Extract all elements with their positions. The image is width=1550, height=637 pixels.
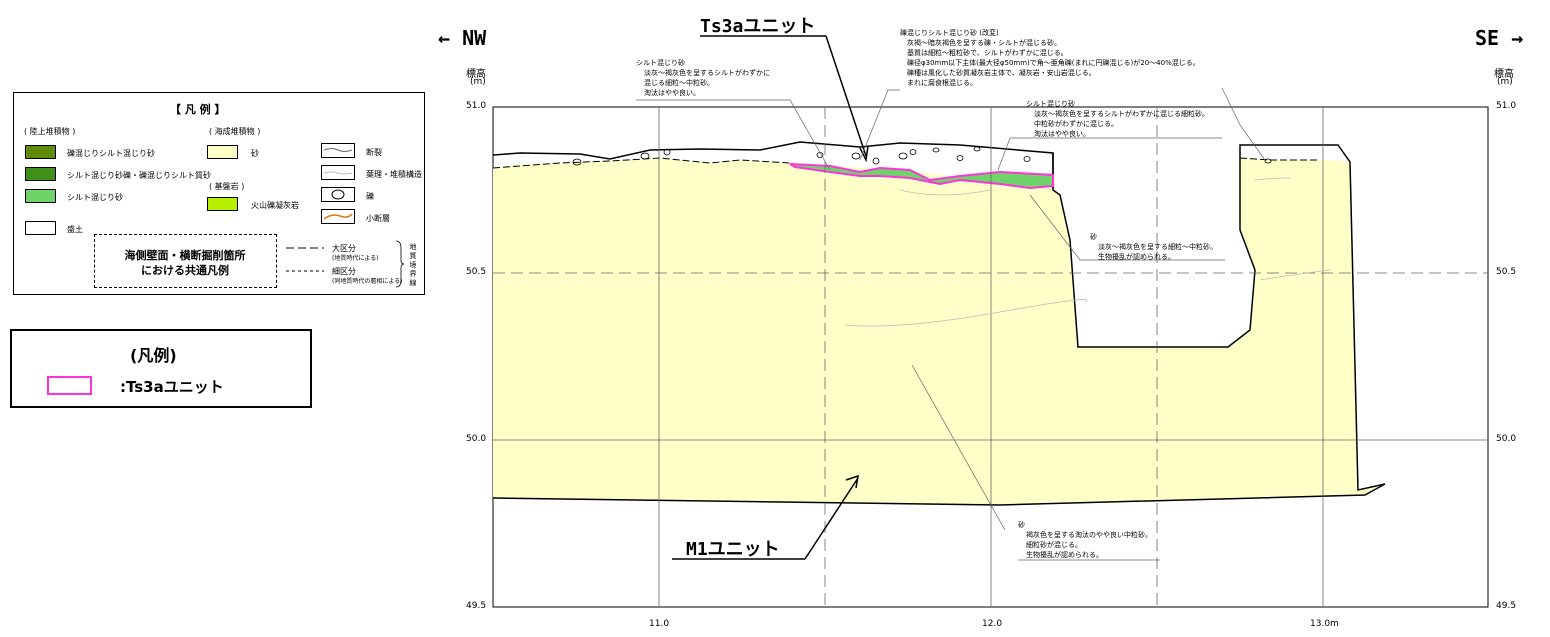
y-tick-right: 50.0 [1496, 434, 1517, 444]
legend-panel: 【 凡 例 】 ( 陸上堆積物 ) ( 海成堆積物 ) 礫混じりシルト混じり砂 … [13, 92, 425, 295]
nw-direction-label: ← NW [438, 26, 487, 50]
fill-layer-outline [492, 141, 1054, 188]
swatch-small-fault [321, 209, 355, 224]
sand-top-boundary [492, 157, 1320, 169]
swatch-silt-sand-gravel [25, 167, 56, 181]
annotation-sand-mid: 砂 淡灰～褐灰色を呈する細粒～中粒砂。 生物擾乱が認められる。 [1090, 233, 1217, 261]
annotation-sand-bottom: 砂 褐灰色を呈する淘汰のやや良い中粒砂。 細粒砂が混じる。 生物擾乱が認められる… [1018, 521, 1152, 559]
y-tick-left: 50.0 [466, 434, 487, 444]
legend-group-marine: ( 海成堆積物 ) [209, 127, 261, 136]
annotation-leaders [636, 87, 1266, 561]
legend-label-silt-sand: シルト混じり砂 [67, 193, 123, 202]
legend-label-lamina: 葉理・堆積構造 [366, 170, 422, 179]
legend-label-small-fault: 小断層 [366, 214, 390, 223]
y-tick-right: 49.5 [1496, 601, 1517, 611]
x-tick-label: 12.0 [982, 619, 1003, 629]
minor-division-note: (同地質時代の層相による) [332, 278, 403, 285]
division-line-samples [286, 247, 324, 272]
y-axis-unit-left: (m) [470, 77, 486, 87]
ts3a-callout-label: Ts3aユニット [700, 16, 816, 37]
y-axis-unit-right: (m) [1497, 77, 1513, 87]
x-tick-label: 11.0 [649, 619, 670, 629]
boundary-brace [395, 240, 405, 288]
legend-label-gravel: 礫 [366, 192, 374, 201]
ts3a-legend-swatch [47, 376, 92, 395]
legend-label-gravel-silt-sand: 礫混じりシルト混じり砂 [67, 149, 155, 158]
swatch-fill [25, 221, 56, 235]
y-tick-left: 49.5 [466, 601, 487, 611]
y-tick-right: 51.0 [1496, 101, 1517, 111]
y-tick-left: 51.0 [466, 101, 487, 111]
lamina-line [844, 299, 1088, 327]
ts3a-legend-label: :Ts3aユニット [120, 378, 224, 396]
common-legend-line1: 海側壁面・横断掘削箇所 [124, 249, 246, 262]
swatch-silt-sand [25, 189, 56, 203]
legend-label-fault: 断裂 [366, 148, 382, 157]
common-legend-line2: における共通凡例 [141, 264, 229, 277]
y-axis-title-right: 標高 [1494, 69, 1514, 80]
m1-arrowhead [845, 474, 859, 489]
annotation-left-silt-sand: シルト混じり砂 淡灰～褐灰色を呈するシルトがわずかに 混じる細粒～中粒砂。 淘汰… [636, 59, 770, 97]
swatch-sand [207, 145, 238, 159]
swatch-fault [321, 143, 355, 158]
lamina-line [1259, 269, 1331, 281]
legend-label-sand: 砂 [251, 149, 259, 158]
legend-group-land: ( 陸上堆積物 ) [24, 127, 76, 136]
bottom-boundary [492, 483, 1386, 506]
annotation-right-silt-sand: シルト混じり砂 淡灰～褐灰色を呈するシルトがわずかに混じる細粒砂。 中粒砂がわず… [1026, 100, 1209, 138]
m1-callout-label: M1ユニット [686, 539, 780, 560]
swatch-lamina [321, 165, 355, 180]
legend-group-bedrock: ( 基盤岩 ) [209, 182, 245, 191]
ts3a-unit [789, 163, 1054, 190]
y-tick-right: 50.5 [1496, 267, 1517, 277]
boundary-label: 地 質 境 界 線 [409, 243, 417, 287]
sand-body [493, 158, 1385, 505]
lamina-line [899, 189, 991, 196]
x-tick-label: 13.0m [1310, 619, 1339, 629]
common-legend-box: 海側壁面・横断掘削箇所 における共通凡例 [94, 234, 277, 288]
legend-title: 【 凡 例 】 [170, 103, 226, 116]
ts3a-legend-panel: (凡例) :Ts3aユニット [10, 329, 312, 408]
major-division-note: (地質時代による) [332, 255, 379, 262]
legend-label-tuff: 火山礫凝灰岩 [251, 201, 299, 210]
swatch-gravel [321, 187, 355, 202]
legend-label-silt-sand-gravel: シルト混じり砂礫・礫混じりシルト質砂 [67, 171, 211, 180]
y-tick-left: 50.5 [466, 267, 487, 277]
lamina-line [1254, 177, 1291, 181]
y-axis-title-left: 標高 [466, 69, 486, 80]
annotation-top-gravel: 礫混じりシルト混じり砂 (改変) 灰褐～暗灰褐色を呈する礫・シルトが混じる砂。 … [900, 29, 1200, 87]
ts3a-callout-leader [825, 35, 867, 157]
m1-callout-leader [804, 477, 859, 560]
se-direction-label: SE → [1475, 26, 1524, 50]
legend-label-fill: 盛土 [67, 225, 83, 234]
major-division-label: 大区分 [332, 244, 356, 253]
swatch-tuff [207, 197, 238, 211]
swatch-gravel-silt-sand [25, 145, 56, 159]
minor-division-label: 細区分 [332, 267, 356, 276]
ts3a-legend-title: (凡例) [130, 346, 177, 365]
pit-outline [1052, 144, 1386, 491]
ts3a-arrowhead [859, 145, 869, 163]
